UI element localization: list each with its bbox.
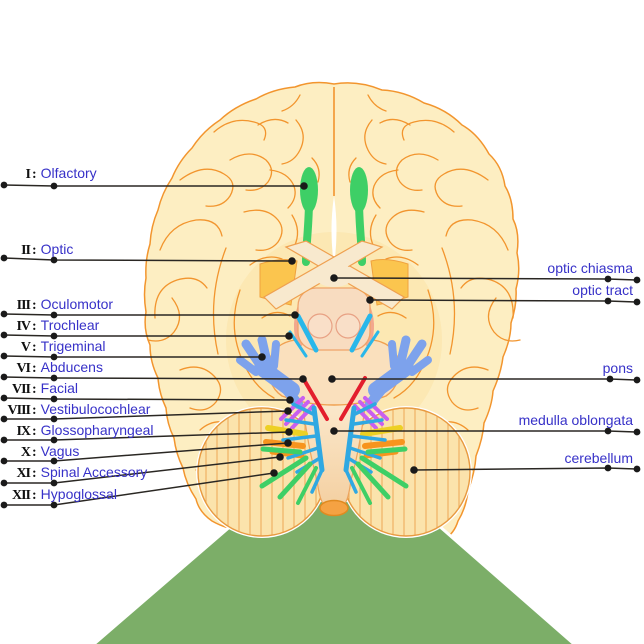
cranial-nerve-name: Hypoglossal: [40, 486, 117, 502]
cranial-nerve-name: Oculomotor: [40, 296, 114, 312]
label-separator: :: [32, 466, 37, 481]
cranial-nerve-numeral: II: [21, 243, 31, 258]
cranial-nerve-name: Olfactory: [40, 165, 97, 181]
cranial-nerve-numeral: VII: [11, 382, 31, 397]
label-facial: VII:Facial: [6, 380, 78, 398]
label-abducens: VI:Abducens: [6, 359, 103, 377]
label-trochlear: IV:Trochlear: [6, 317, 99, 335]
label-trigeminal: V:Trigeminal: [6, 338, 106, 356]
label-separator: :: [32, 167, 37, 182]
label-separator: :: [32, 382, 37, 397]
cranial-nerve-numeral: V: [20, 340, 31, 355]
peduncle-right: [335, 313, 361, 339]
label-separator: :: [32, 488, 37, 503]
medial-fissure-gap: [331, 196, 337, 266]
label-optic-tract: optic tract: [572, 282, 633, 298]
label-separator: :: [32, 403, 37, 418]
cranial-nerve-name: Optic: [40, 241, 74, 257]
cranial-nerve-name: Vagus: [40, 443, 80, 459]
cranial-nerve-name: Vestibulocochlear: [40, 401, 151, 417]
cranial-nerve-numeral: VI: [16, 361, 31, 376]
cranial-nerve-numeral: XII: [11, 488, 31, 503]
label-separator: :: [32, 445, 37, 460]
cranial-nerve-name: Abducens: [40, 359, 103, 375]
label-glossopharyngeal: IX:Glossopharyngeal: [6, 422, 154, 440]
peduncle-left: [307, 313, 333, 339]
label-vestibulocochlear: VIII:Vestibulocochlear: [6, 401, 151, 419]
cranial-nerve-numeral: XI: [16, 466, 31, 481]
cranial-nerve-name: Facial: [40, 380, 79, 396]
label-separator: :: [32, 243, 37, 258]
cranial-nerve-numeral: III: [16, 298, 31, 313]
label-oculomotor: III:Oculomotor: [6, 296, 113, 314]
label-separator: :: [32, 340, 37, 355]
cranial-nerve-name: Trochlear: [40, 317, 100, 333]
label-medulla-oblongata: medulla oblongata: [518, 412, 633, 428]
label-vagus: X:Vagus: [6, 443, 79, 461]
cranial-nerve-numeral: I: [25, 167, 31, 182]
label-cerebellum: cerebellum: [564, 450, 633, 466]
label-separator: :: [32, 424, 37, 439]
label-hypoglossal: XII:Hypoglossal: [6, 486, 117, 504]
cranial-nerve-name: Trigeminal: [40, 338, 106, 354]
spinal-cord-tip: [319, 499, 349, 517]
cranial-nerve-numeral: VIII: [7, 403, 31, 418]
accessory-hypoglossal-nerves: [259, 446, 318, 505]
label-optic: II:Optic: [6, 241, 73, 259]
pedestal: [96, 502, 572, 644]
label-spinal-accessory: XI:Spinal Accessory: [6, 464, 147, 482]
label-pons: pons: [602, 360, 633, 376]
optic-chiasm: [259, 240, 409, 310]
cranial-nerve-numeral: IV: [16, 319, 31, 334]
label-olfactory: I:Olfactory: [6, 165, 97, 183]
label-optic-chiasma: optic chiasma: [547, 260, 633, 276]
cranial-nerve-numeral: IX: [16, 424, 31, 439]
label-separator: :: [32, 319, 37, 334]
leader-dots: [0, 181, 641, 509]
abducens-nerve: [301, 376, 329, 421]
label-separator: :: [32, 298, 37, 313]
cranial-nerve-numeral: X: [20, 445, 31, 460]
nerve-rootlets-skyblue: [281, 402, 325, 494]
label-separator: :: [32, 361, 37, 376]
cranial-nerve-name: Spinal Accessory: [40, 464, 148, 480]
cranial-nerve-name: Glossopharyngeal: [40, 422, 154, 438]
